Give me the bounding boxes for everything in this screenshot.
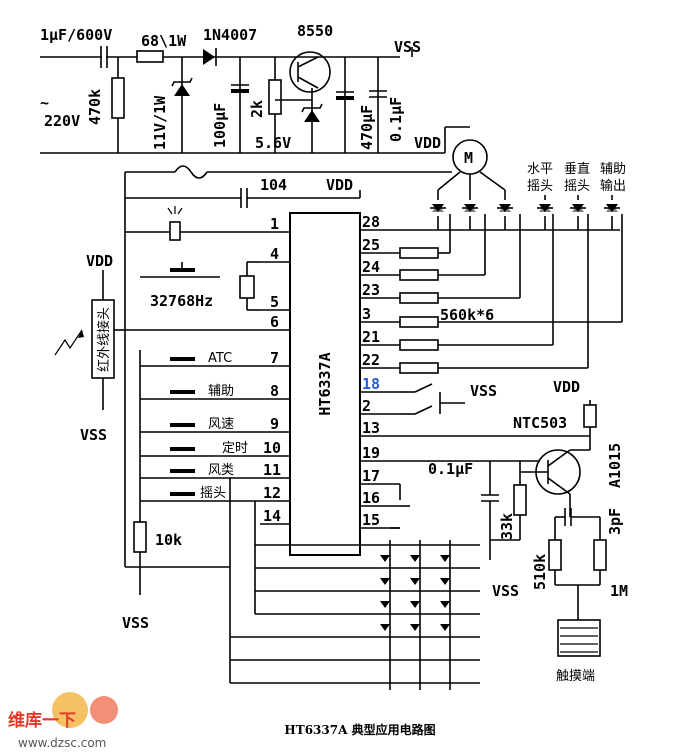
- vdd-left-label: VDD: [86, 252, 113, 270]
- ic-name: HT6337A: [316, 352, 334, 415]
- pin-9-label: 9: [270, 415, 279, 433]
- pin-4-label: 4: [270, 245, 279, 263]
- labels: 1μF/600V 68\1W 1N4007 8550 VSS 470k ~ 22…: [40, 22, 628, 737]
- crystal-label: 32768Hz: [150, 292, 213, 310]
- ic-left-pins: 1 4 5 6 7 8 9 10 11 12 14: [125, 215, 290, 525]
- diagram-caption: HT6337A 典型应用电路图: [284, 722, 435, 737]
- res-470k-label: 470k: [86, 89, 104, 125]
- pin-8-label: 8: [270, 382, 279, 400]
- button-speed-label: 风速: [208, 417, 234, 432]
- cap-01u-top-label: 0.1μF: [387, 97, 405, 142]
- pin-11-label: 11: [263, 461, 281, 479]
- output-horizontal-label-1: 水平: [527, 162, 553, 177]
- res-33k-label: 33k: [498, 513, 516, 540]
- vdd-104-label: VDD: [326, 176, 353, 194]
- pin-1-label: 1: [270, 215, 279, 233]
- pin-5-label: 5: [270, 293, 279, 311]
- ir-receiver-label: 红外线接头: [96, 307, 112, 372]
- pin-28-label: 28: [362, 213, 380, 231]
- res-10k-label: 10k: [155, 531, 182, 549]
- touch-pad-shape: [557, 619, 601, 657]
- watermark-brand: 维库一下: [8, 710, 76, 731]
- zener-11v-label: 11V/1W: [151, 95, 169, 150]
- triacs: [430, 195, 620, 230]
- pin-7-label: 7: [270, 349, 279, 367]
- ac-symbol: ~: [40, 94, 49, 112]
- ntc-label: NTC503: [513, 414, 567, 432]
- cap-104-label: 104: [260, 176, 287, 194]
- vss-bottom-label: VSS: [122, 614, 149, 632]
- output-vertical-label-2: 摇头: [564, 179, 590, 194]
- pin-10-label: 10: [263, 439, 281, 457]
- output-horizontal-label-2: 摇头: [527, 179, 553, 194]
- sensor-section: [481, 400, 607, 657]
- pin-18-label: 18: [362, 375, 380, 393]
- res-1m-label: 1M: [610, 582, 628, 600]
- watermark-logo-icon: [52, 692, 88, 728]
- vss-33k-label: VSS: [492, 582, 519, 600]
- pin-13-label: 13: [362, 419, 380, 437]
- ic-right-pins: 28 25 24 23 3 21 22 18 2 13 19 17 16 15: [360, 213, 620, 529]
- diode-label: 1N4007: [203, 26, 257, 44]
- pin-3-label: 3: [362, 305, 371, 323]
- button-mode-label: 风类: [208, 463, 234, 478]
- output-aux-label-1: 辅助: [600, 162, 626, 177]
- zener-56-label: 5.6V: [255, 134, 291, 152]
- button-aux-label: 辅助: [208, 384, 234, 399]
- vdd-right-label: VDD: [553, 378, 580, 396]
- pin-2-label: 2: [362, 397, 371, 415]
- vss-pin18-label: VSS: [470, 382, 497, 400]
- vss-top-label: VSS: [394, 38, 421, 56]
- vdd-top-label: VDD: [414, 134, 441, 152]
- output-resistors: [399, 214, 623, 374]
- pin-25-label: 25: [362, 236, 380, 254]
- res-560k-label: 560k*6: [440, 306, 494, 324]
- output-aux-label-2: 输出: [600, 178, 626, 194]
- button-swing-label: 摇头: [200, 486, 226, 501]
- res-68-label: 68\1W: [141, 32, 187, 50]
- pin-19-label: 19: [362, 444, 380, 462]
- res-510k-label: 510k: [531, 554, 549, 590]
- cap-470u-label: 470μF: [358, 105, 376, 150]
- ic-chip: HT6337A: [289, 212, 361, 556]
- button-timer-label: 定时: [222, 441, 248, 456]
- pin-17-label: 17: [362, 467, 380, 485]
- ac-voltage-label: 220V: [44, 112, 80, 130]
- cap-100u-label: 100μF: [211, 103, 229, 148]
- pin-12-label: 12: [263, 484, 281, 502]
- watermark: 维库一下 www.dzsc.com: [8, 692, 118, 750]
- led-matrix: [229, 478, 480, 690]
- pin-22-label: 22: [362, 351, 380, 369]
- watermark-url: www.dzsc.com: [18, 736, 106, 750]
- pin-16-label: 16: [362, 489, 380, 507]
- transistor-8550-label: 8550: [297, 22, 333, 40]
- pin18-switches: [400, 383, 465, 415]
- pin-24-label: 24: [362, 258, 380, 276]
- pin-15-label: 15: [362, 511, 380, 529]
- output-vertical-label-1: 垂直: [564, 162, 590, 177]
- pin-6-label: 6: [270, 313, 279, 331]
- vss-left-label: VSS: [80, 426, 107, 444]
- button-atc-label: ATC: [208, 351, 232, 366]
- power-supply-section: [40, 46, 506, 567]
- res-2k-label: 2k: [248, 100, 266, 118]
- cap-3pf-label: 3pF: [606, 508, 624, 535]
- pin-23-label: 23: [362, 281, 380, 299]
- cap-600v-label: 1μF/600V: [40, 26, 112, 44]
- pin-21-label: 21: [362, 328, 380, 346]
- transistor-a1015-label: A1015: [606, 443, 624, 488]
- cap-01u-mid-label: 0.1μF: [428, 460, 473, 478]
- touch-pad-label: 触摸端: [556, 669, 595, 684]
- pin-14-label: 14: [263, 507, 281, 525]
- left-peripherals: [54, 206, 260, 595]
- motor-label: M: [464, 149, 473, 167]
